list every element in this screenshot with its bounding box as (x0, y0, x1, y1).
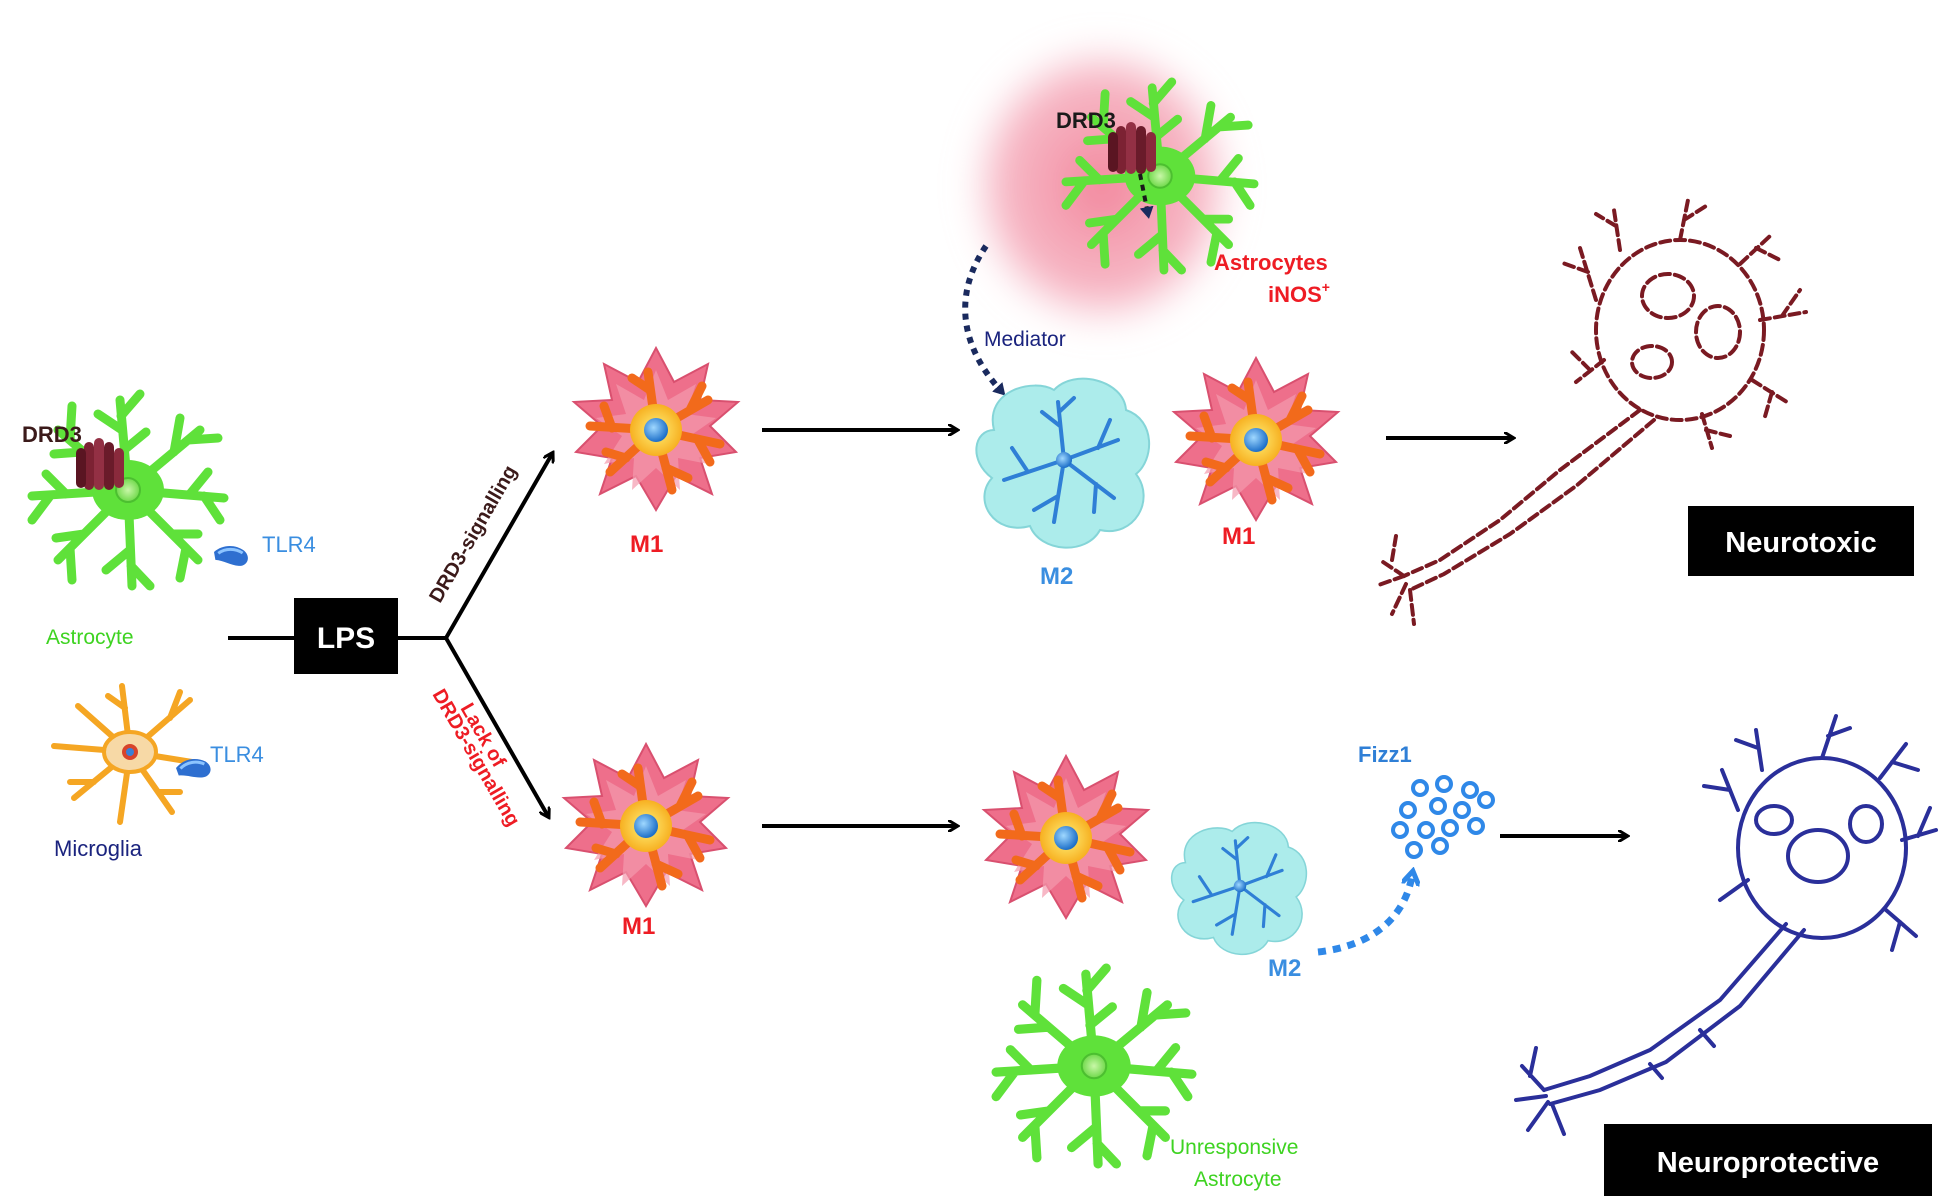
astrocyte-inos-glow (962, 36, 1242, 336)
neurotoxic-label: Neurotoxic (1725, 527, 1876, 559)
unresponsive-astrocyte-label-line1: Unresponsive (1170, 1136, 1298, 1159)
inos-superscript: + (1322, 279, 1330, 295)
neuroprotective-box (1604, 1124, 1932, 1196)
upper-m2-label: M2 (1040, 563, 1073, 590)
fizz1-label: Fizz1 (1358, 742, 1412, 767)
legend-microglia-cell (51, 683, 195, 825)
upper-branch-arrow (444, 454, 552, 639)
upper-m1-first-label: M1 (630, 531, 663, 558)
drd3-internal-arrow (1138, 173, 1154, 219)
upper-m1-second-label: M1 (1222, 523, 1255, 550)
legend-astrocyte-tlr4-label: TLR4 (262, 532, 316, 557)
neuroprotective-neuron (1514, 714, 1938, 1136)
neurotoxic-neuron (1374, 198, 1808, 626)
upper-m1-cell-second (1174, 358, 1338, 520)
fizz1-particles (1391, 775, 1495, 859)
neuroprotective-label: Neuroprotective (1657, 1147, 1879, 1179)
lower-m1-first-label: M1 (622, 913, 655, 940)
lps-box (294, 598, 398, 674)
legend-microglia-label: Microglia (54, 836, 143, 861)
lower-m1-cell-second (984, 756, 1148, 918)
neurotoxic-box (1688, 506, 1914, 576)
upper-m2-cell (974, 376, 1152, 550)
legend-astrocyte-label: Astrocyte (46, 626, 134, 649)
astrocytes-inos-label-line2: iNOS+ (1268, 279, 1330, 307)
mediator-label: Mediator (984, 328, 1066, 351)
upper-drd3-label: DRD3 (1056, 108, 1116, 133)
legend-drd3-label: DRD3 (22, 422, 82, 447)
fizz1-arrow (1317, 876, 1412, 956)
lower-m2-cell (1170, 821, 1308, 956)
mediator-arrow (962, 244, 1006, 396)
unresponsive-astrocyte-cell (996, 968, 1192, 1164)
astrocytes-inos-label-line1: Astrocytes (1214, 250, 1328, 275)
lower-m1-cell-first (564, 744, 728, 906)
lower-branch-arrow (444, 637, 548, 816)
unresponsive-astrocyte-label-line2: Astrocyte (1194, 1168, 1282, 1191)
legend-microglia-tlr4-label: TLR4 (210, 742, 264, 767)
upper-m1-cell-first (574, 348, 738, 510)
legend-astrocyte-tlr4-receptor (211, 541, 251, 572)
inos-text: iNOS (1268, 282, 1322, 307)
lps-label: LPS (317, 622, 375, 655)
lower-m2-label: M2 (1268, 955, 1301, 982)
